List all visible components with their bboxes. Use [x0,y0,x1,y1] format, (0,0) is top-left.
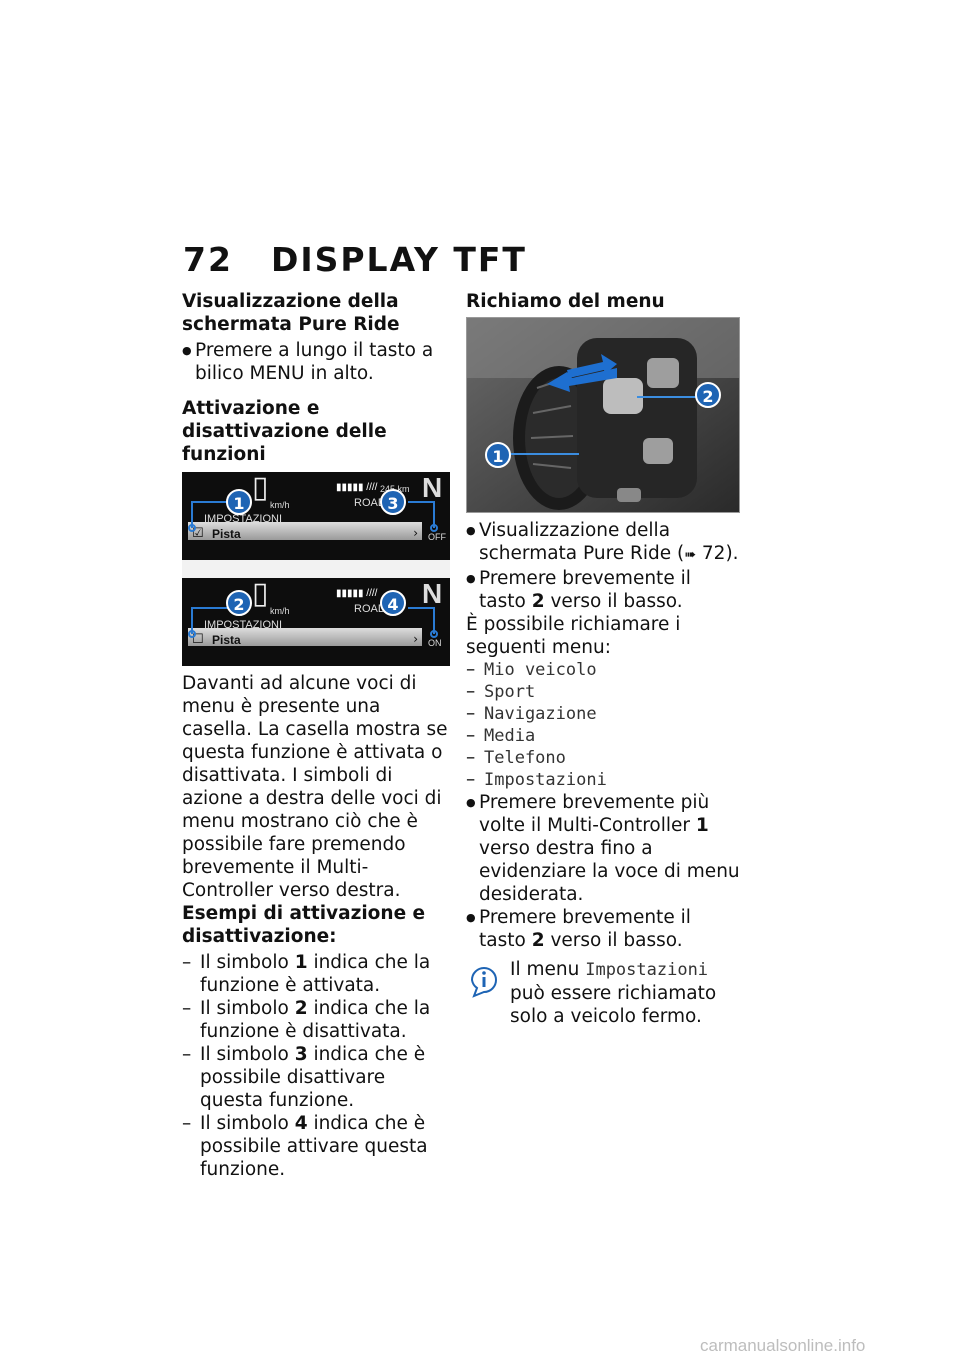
bullet-press-1: Premere brevemente più volte il Multi-Co… [466,791,741,906]
info-icon [470,967,497,998]
controller-figure: 1 2 [466,317,740,513]
marker-4: 4 [380,590,406,616]
note-text: Il menu Impostazioni può essere richiama… [510,959,717,1027]
tft-figure: ▯ km/h 245 km ▮▮▮▮▮ //// ROAD N IMPOSTAZ… [182,472,450,666]
checkbox-empty-icon: ☐ [192,632,204,647]
example-item: –Il simbolo 1 indica che la funzione è a… [182,952,431,996]
watermark: carmanualsonline.info [700,1336,866,1355]
handlebar-controls-image [467,318,739,512]
menu-list-item: –Navigazione [466,703,597,724]
callout-lines-bottom [188,607,438,638]
menu-list-item: –Mio veicolo [466,659,597,680]
gear-indicator: N [422,472,443,503]
checkbox-checked-icon: ☑ [192,526,204,541]
example-item: –Il simbolo 4 indica che è possibile att… [182,1113,428,1180]
example-item: –Il simbolo 2 indica che la funzione è d… [182,998,431,1042]
menu-item-bar: ☑ Pista › [188,522,422,541]
page-title: DISPLAY TFT [270,240,527,279]
tft-panel-off: ▯ km/h ▮▮▮▮▮ //// ROAD N IMPOSTAZIONI ☐ … [182,578,450,666]
marker-1: 1 [485,442,511,468]
heading-menu: Richiamo del menu [466,291,665,312]
marker-2: 2 [226,590,252,616]
marker-3: 3 [380,489,406,515]
menu-list-item: –Telefono [466,747,566,768]
off-label: OFF [428,532,446,542]
heading-pure-ride: Visualizzazione della schermata Pure Rid… [182,291,400,335]
bullet-pure-ride-ref: Visualizzazione della schermata Pure Rid… [466,519,741,567]
note-block: Il menu Impostazioni può essere richiama… [466,958,741,1028]
chevron-right-icon: › [413,526,418,540]
example-item: –Il simbolo 3 indica che è possibile dis… [182,1044,426,1111]
bullet-pure-ride: Premere a lungo il tasto a bilico MENU i… [182,339,450,385]
marker-2: 2 [695,382,721,408]
chevron-right-icon: › [413,632,418,646]
bullet-press-2: Premere brevemente il tasto 2 verso il b… [466,567,741,613]
callout-lines-top [188,501,438,532]
page-number: 72 [183,240,233,279]
menu-list-item: –Sport [466,681,536,702]
page-ref-arrow-icon: ➠ [684,547,696,563]
heading-examples: Esempi di attivazione e disattivazione: [182,903,426,947]
menu-item-bar: ☐ Pista › [188,628,422,647]
bullet-press-2-again: Premere brevemente il tasto 2 verso il b… [466,906,741,952]
left-column: Visualizzazione della schermata Pure Rid… [182,290,450,1181]
tft-panel-on: ▯ km/h 245 km ▮▮▮▮▮ //// ROAD N IMPOSTAZ… [182,472,450,560]
right-column: Richiamo del menu 1 2 Visualizz [466,290,741,1028]
menu-list-item: –Impostazioni [466,769,607,790]
menu-list-item: –Media [466,725,536,746]
paragraph-menus: È possibile richiamare i seguenti menu: [466,614,681,658]
marker-1: 1 [226,489,252,515]
on-label: ON [428,638,442,648]
page-header: 72 DISPLAY TFT [183,240,527,279]
paragraph-checkbox: Davanti ad alcune voci di menu è present… [182,673,448,901]
heading-activation: Attivazione e disattivazione delle funzi… [182,398,387,465]
